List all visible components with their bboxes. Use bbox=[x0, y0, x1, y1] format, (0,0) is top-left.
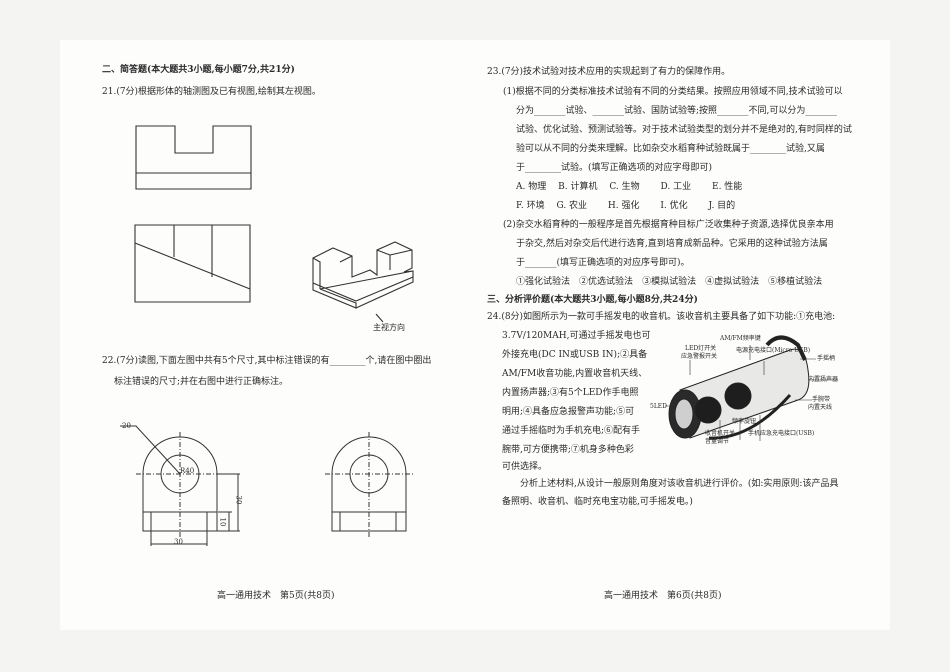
footer-left: 高一通用技术 第5页(共8页) bbox=[217, 591, 335, 601]
exam-paper bbox=[60, 40, 890, 630]
label-crank: 手摇柄 bbox=[817, 355, 836, 362]
section2-title: 二、简答题(本大题共3小题,每小题7分,共21分) bbox=[102, 65, 295, 75]
method-4: ④虚拟试验法 bbox=[705, 277, 760, 287]
q23-1-line: (1)根据不同的分类标准技术试验有不同的分类结果。按照应用领域不同,技术试验可以 bbox=[503, 87, 843, 97]
q24-line: 腕带,可方便携带;⑦机身多种色彩 bbox=[502, 445, 634, 455]
q23-1-line: 验可以从不同的分类来理解。比如杂交水稻育种试验既属于________试验,又属 bbox=[516, 144, 825, 154]
q24-line: 内置扬声器;③有5个LED作手电照 bbox=[502, 388, 639, 398]
options-row1: A. 物理 B. 计算机 C. 生物 D. 工业 E. 性能 bbox=[516, 181, 742, 193]
option-a: A. 物理 bbox=[516, 182, 547, 192]
q23-1-line: 于________试验。(填写正确选项的对应字母即可) bbox=[516, 163, 713, 173]
question-22-line2: 标注错误的尺寸;并在右图中进行正确标注。 bbox=[114, 377, 289, 387]
top-view bbox=[134, 224, 251, 303]
q23-2-line: (2)杂交水稻育种的一般程序是首先根据育种目标广泛收集种子资源,选择优良亲本用 bbox=[503, 220, 834, 230]
question-22-line1: 22.(7分)读图,下面左图中共有5个尺寸,其中标注错误的有________个,… bbox=[102, 356, 432, 366]
methods-row: ①强化试验法 ②优选试验法 ③模拟试验法 ④虚拟试验法 ⑤移植试验法 bbox=[516, 276, 822, 288]
q24-line: 通过手摇临时为手机充电;⑥配有手 bbox=[502, 426, 641, 436]
label-antenna: 内置天线 bbox=[808, 404, 833, 411]
label-volume: 音量调节 bbox=[705, 438, 730, 445]
method-1: ①强化试验法 bbox=[516, 277, 571, 287]
label-radio-switch: 收音机开关 bbox=[705, 430, 736, 437]
label-tuning: 频率旋钮 bbox=[732, 418, 757, 425]
dim-20: 20 bbox=[122, 422, 131, 430]
method-3: ③模拟试验法 bbox=[642, 277, 697, 287]
method-2: ②优选试验法 bbox=[579, 277, 634, 287]
front-direction-label: 主视方向 bbox=[373, 323, 405, 332]
dim-30-horizontal: 30 bbox=[174, 538, 183, 546]
option-c: C. 生物 bbox=[609, 182, 640, 192]
q23-1-line: 试验、优化试验、预测试验等。对于技术试验类型的划分并不是绝对的,有时同样的试 bbox=[516, 125, 852, 135]
direction-arrow bbox=[375, 313, 384, 323]
isometric-view bbox=[312, 241, 414, 309]
q24-task-line: 分析上述材料,从设计一般原则角度对该收音机进行评价。(如:实用原则:该产品具 bbox=[520, 479, 839, 489]
question-21: 21.(7分)根据形体的轴测图及已有视图,绘制其左视图。 bbox=[102, 87, 321, 97]
q24-line: 可供选择。 bbox=[502, 462, 548, 472]
option-i: I. 优化 bbox=[660, 201, 688, 211]
q24-line: AM/FM收音功能,内置收音机天线、 bbox=[502, 369, 648, 379]
question-24-first: 24.(8分)如图所示为一款可手摇发电的收音机。该收音机主要具备了如下功能:①充… bbox=[487, 312, 836, 322]
option-e: E. 性能 bbox=[712, 182, 743, 192]
q23-2-line: 于_______(填写正确选项的对应序号即可)。 bbox=[516, 258, 690, 268]
front-view bbox=[135, 125, 252, 190]
method-5: ⑤移植试验法 bbox=[768, 277, 823, 287]
dim-r40: R40 bbox=[180, 467, 195, 475]
section3-title: 三、分析评价题(本大题共3小题,每小题8分,共24分) bbox=[487, 295, 698, 305]
footer-right: 高一通用技术 第6页(共8页) bbox=[604, 591, 722, 601]
question-23: 23.(7分)技术试验对技术应用的实现起到了有力的保障作用。 bbox=[487, 67, 731, 77]
q23-2-line: 于杂交,然后对杂交后代进行选育,直到培育成新品种。它采用的这种试验方法属 bbox=[516, 239, 828, 249]
option-b: B. 计算机 bbox=[558, 182, 598, 192]
label-led-switch: LED灯开关 bbox=[685, 345, 717, 352]
label-power-port: 电源充电接口(Micro USB) bbox=[736, 347, 811, 354]
option-d: D. 工业 bbox=[660, 182, 692, 192]
option-h: H. 强化 bbox=[607, 201, 640, 211]
q24-task-line: 备照明、收音机、临时充电宝功能,可手摇发电。) bbox=[502, 497, 693, 507]
label-alarm-switch: 应急警报开关 bbox=[681, 353, 718, 360]
label-am-fm: AM/FM频率键 bbox=[720, 335, 761, 342]
option-f: F. 环境 bbox=[516, 201, 545, 211]
option-j: J. 目的 bbox=[708, 201, 736, 211]
options-row2: F. 环境 G. 农业 H. 强化 I. 优化 J. 目的 bbox=[516, 200, 735, 212]
label-phone-port: 手机应急充电接口(USB) bbox=[748, 430, 815, 437]
label-speaker: 内置扬声器 bbox=[808, 376, 839, 383]
q24-line: 明用;④具备应急报警声功能;⑤可 bbox=[502, 407, 635, 417]
option-g: G. 农业 bbox=[556, 201, 588, 211]
label-wrist: 手腕带 bbox=[812, 396, 831, 403]
dim-lines bbox=[120, 425, 240, 546]
q24-line: 外接充电(DC IN或USB IN);②具备 bbox=[502, 350, 648, 360]
q23-1-line: 分为_______试验、_______试验、国防试验等;按照_______不同,… bbox=[516, 106, 837, 116]
q24-line: 3.7V/120MAH,可通过手摇发电也可 bbox=[502, 331, 651, 341]
label-5led: 5LED bbox=[650, 403, 667, 410]
